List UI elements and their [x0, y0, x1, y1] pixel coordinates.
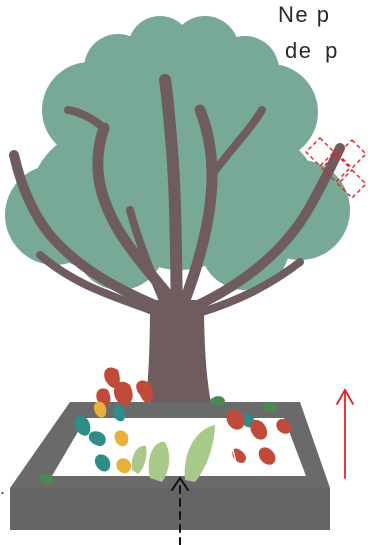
up-arrow-icon: [337, 390, 353, 478]
caption-line-1: Ne p: [278, 2, 330, 28]
caption-line-2: de p: [285, 38, 339, 64]
stray-mark: .: [0, 478, 5, 499]
